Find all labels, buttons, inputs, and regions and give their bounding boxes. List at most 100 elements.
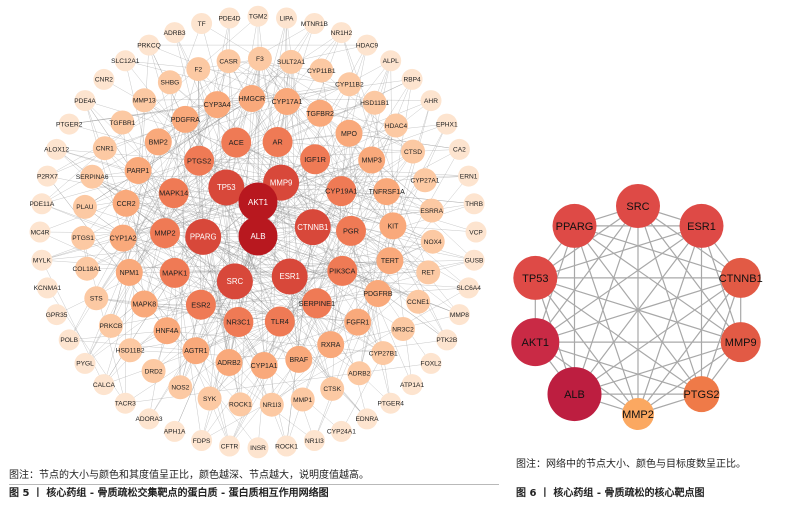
network-edge [148, 272, 175, 419]
node-gpr35: GPR35 [46, 304, 68, 326]
core-node-mmp2: MMP2 [622, 398, 654, 430]
node-circle [168, 375, 193, 400]
node-circle [262, 127, 293, 157]
network-edge [277, 32, 342, 143]
node-drd2: DRD2 [141, 359, 166, 383]
core-node-circle [622, 398, 654, 430]
node-label: IGF1R [304, 155, 326, 164]
node-slc6a4: SLC6A4 [456, 277, 481, 299]
network-edge [236, 102, 375, 143]
node-ace: ACE [221, 127, 252, 158]
node-circle [247, 46, 272, 71]
node-label: CYP27B1 [369, 350, 398, 357]
network-edge [198, 17, 230, 161]
node-circle [406, 289, 431, 314]
node-circle [238, 182, 278, 222]
node-circle [264, 306, 295, 337]
node-cyp27b1: CYP27B1 [369, 341, 398, 366]
node-fgfr1: FGFR1 [344, 308, 372, 336]
network-edge [41, 203, 235, 282]
node-tgfbr1: TGFBR1 [109, 110, 136, 135]
node-circle [384, 113, 408, 138]
network-edge [257, 201, 393, 227]
node-circle [303, 13, 325, 34]
node-rbp4: RBP4 [401, 68, 423, 90]
node-label: PRKCB [100, 323, 123, 330]
node-label: ALPL [383, 58, 399, 65]
node-circle [124, 157, 152, 184]
node-label: CYP11B2 [335, 82, 364, 89]
network-edge [200, 270, 343, 305]
node-label: ADRB3 [164, 30, 186, 37]
node-circle [158, 178, 189, 209]
node-circle [309, 58, 334, 83]
node-mmp3: MMP3 [358, 146, 386, 174]
node-circle [112, 189, 140, 217]
core-node-circle [513, 255, 558, 300]
node-cyp19a1: CYP19A1 [325, 176, 358, 207]
core-node-circle [720, 322, 761, 363]
node-circle [436, 329, 458, 351]
node-tacr3: TACR3 [115, 392, 136, 414]
node-label: RET [422, 270, 435, 277]
node-circle [221, 127, 252, 158]
node-label: P2RX7 [37, 174, 58, 181]
core-node-label: SRC [626, 201, 649, 213]
node-circle [380, 50, 402, 72]
node-circle [306, 99, 334, 127]
node-circle [182, 337, 210, 365]
node-circle [223, 307, 254, 337]
node-label: MAPK1 [162, 269, 187, 278]
node-rock1: ROCK1 [228, 392, 253, 417]
network-edge [41, 159, 372, 261]
node-circle [320, 376, 345, 401]
node-mapk8: MAPK8 [130, 290, 158, 318]
core-node-ptgs2: PTGS2 [683, 376, 720, 413]
network-edge [122, 237, 280, 322]
node-circle [391, 317, 415, 341]
node-rxra: RXRA [317, 331, 345, 359]
node-circle [301, 288, 332, 319]
core-node-pparg: PPARG [552, 203, 597, 248]
node-circle [326, 176, 357, 207]
node-label: SULT2A1 [277, 59, 305, 66]
network-edge [144, 98, 252, 101]
node-ar: AR [262, 127, 293, 157]
node-circle [317, 331, 345, 359]
network-edge [257, 58, 261, 203]
node-tp53: TP53 [208, 169, 245, 206]
node-circle [337, 72, 362, 97]
node-circle [93, 68, 115, 90]
node-circle [164, 420, 186, 442]
node-lipa: LIPA [276, 7, 297, 29]
node-label: CYP3A4 [204, 102, 231, 109]
node-circle [219, 7, 240, 29]
node-circle [219, 435, 240, 457]
node-circle [92, 136, 117, 161]
node-ccr2: CCR2 [112, 189, 140, 217]
core-edge [535, 341, 702, 395]
node-circle [159, 257, 190, 288]
node-label: FDPS [193, 438, 211, 445]
node-nos2: NOS2 [168, 375, 193, 400]
node-circle [36, 165, 58, 187]
node-label: PTGER4 [378, 401, 405, 408]
node-ca2: CA2 [448, 138, 470, 160]
network-edge [126, 203, 313, 228]
node-cyp1a2: CYP1A2 [109, 224, 137, 252]
node-label: PTGER2 [56, 121, 83, 128]
node-label: COL18A1 [73, 266, 102, 273]
node-label: NOX4 [424, 239, 442, 246]
node-agtr1: AGTR1 [182, 337, 210, 365]
network-edge [153, 276, 290, 372]
node-label: EPHX1 [436, 121, 458, 128]
node-label: CTSK [323, 386, 341, 393]
core-node-label: ALB [564, 389, 585, 401]
node-circle [401, 374, 423, 396]
node-label: LIPA [280, 15, 294, 22]
node-label: AHR [424, 98, 438, 105]
node-pdgfrb: PDGFRB [363, 280, 393, 307]
node-label: CCR2 [117, 201, 136, 208]
node-pygl: PYGL [74, 352, 96, 374]
node-circle [290, 387, 315, 412]
